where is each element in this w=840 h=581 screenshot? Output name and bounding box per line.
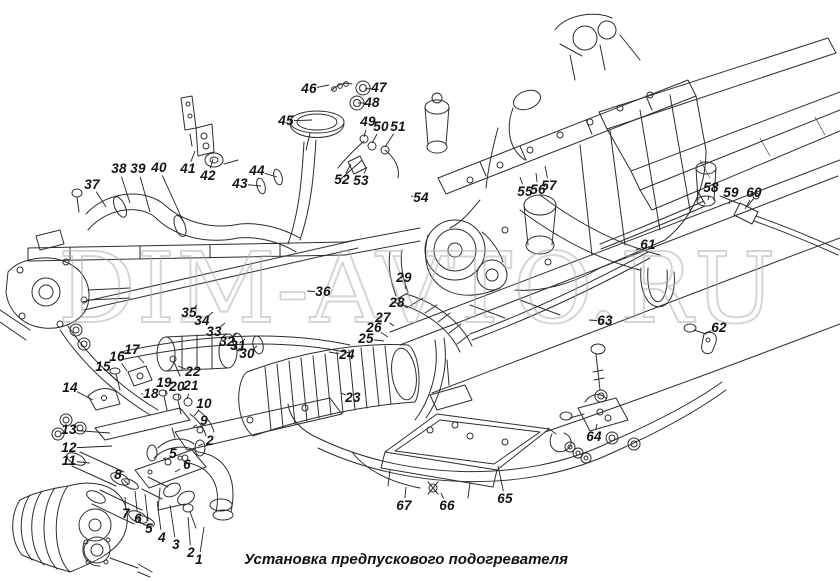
callout-leader-line (371, 133, 378, 144)
callout-leader-line (124, 496, 126, 507)
callout-leader-line (316, 84, 330, 88)
callout-leader-line (389, 322, 395, 327)
callout-leader-line (134, 490, 138, 512)
callout-leader-line (137, 355, 145, 364)
callout-leader-line (373, 339, 385, 342)
callout-leader-line (95, 191, 107, 208)
callout-leader-line (162, 457, 167, 460)
callout-leader-line (194, 304, 198, 308)
callout-leader-line (76, 445, 113, 449)
callout-leader-line (363, 166, 368, 174)
right-hardware-art (547, 323, 717, 464)
callout-leader-line (121, 363, 128, 372)
watermark: DIM-AVTO.RU (58, 232, 777, 345)
callout-leader-line (76, 461, 91, 464)
callout-leader-line (544, 165, 548, 179)
callout-leader-line (219, 322, 226, 328)
heater-pipes-art (59, 189, 840, 421)
callout-leader-line (535, 172, 538, 183)
callout-leader-line (192, 424, 198, 428)
callout-leader-line (193, 409, 200, 417)
callout-leader-line (197, 443, 203, 447)
callout-leader-line (380, 331, 389, 338)
callout-leader-line (293, 119, 313, 122)
callout-leader-line (174, 468, 181, 473)
callout-leader-line (635, 247, 641, 251)
callout-leader-line (252, 345, 258, 350)
callout-leader-line (306, 290, 316, 292)
callout-leader-line (707, 195, 710, 201)
callout-leader-line (744, 199, 751, 210)
engine-block-art (424, 13, 717, 319)
callout-leader-line (164, 390, 167, 396)
callout-leader-line (384, 133, 395, 148)
preheater-boiler-art (156, 249, 727, 499)
callout-leader-line (404, 285, 407, 290)
callout-leader-line (345, 163, 352, 174)
callout-leader-line (728, 200, 731, 205)
caption: Установка предпускового подогревателя (244, 551, 568, 568)
callout-leader-line (497, 465, 504, 492)
callout-leader-line (704, 330, 712, 334)
callout-leader-line (76, 430, 111, 434)
callout-leader-line (108, 372, 118, 382)
callout-leader-line (177, 365, 186, 370)
callout-leader-line (76, 391, 94, 401)
callout-leader-line (595, 423, 598, 430)
callout-leader-line (209, 158, 214, 169)
callout-leader-line (139, 176, 151, 213)
callout-leader-line (199, 526, 205, 553)
callout-leader-line (186, 393, 190, 400)
callout-leader-line (123, 480, 129, 485)
front-crossmember-art (0, 95, 421, 351)
callout-leader-line (340, 392, 346, 396)
callout-leader-line (519, 176, 523, 185)
callout-leader-line (440, 492, 445, 499)
callout-leader-line (187, 516, 191, 546)
callout-leader-line (232, 332, 238, 337)
callout-leader-line (177, 394, 180, 400)
callout-leader-line (207, 311, 214, 317)
callout-leader-line (190, 150, 196, 162)
blower-pump-art (12, 355, 234, 578)
callout-leader-line (161, 175, 184, 222)
callout-leader-line (588, 319, 598, 321)
callout-leader-line (243, 338, 246, 341)
callout-leader-line (404, 305, 409, 309)
callout-leader-line (264, 172, 278, 178)
frame-rail-art (389, 37, 840, 433)
callout-leader-line (363, 129, 367, 138)
callout-leader-line (328, 351, 340, 355)
callout-leader-line (169, 504, 176, 538)
callout-leader-line (156, 500, 162, 531)
callout-leader-line (144, 493, 149, 522)
callout-leader-line (404, 486, 407, 499)
callout-leader-line (247, 184, 262, 187)
callout-leader-line (121, 176, 131, 204)
